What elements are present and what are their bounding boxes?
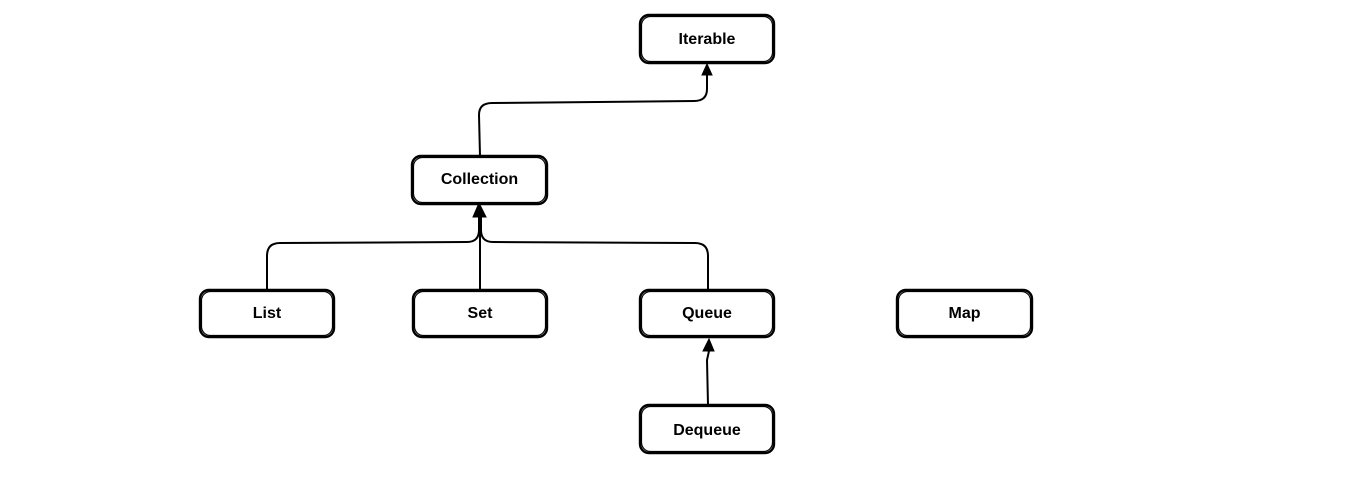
node-set: Set xyxy=(411,288,549,339)
edge-queue-collection xyxy=(480,215,709,291)
node-queue: Queue xyxy=(638,288,776,339)
node-map-label: Map xyxy=(949,305,981,322)
node-list-label: List xyxy=(253,305,282,322)
arrow-head-queue xyxy=(702,337,715,352)
arrow-head-collection xyxy=(472,201,487,218)
node-iterable-label: Iterable xyxy=(679,31,736,48)
node-map: Map xyxy=(895,288,1034,339)
edge-collection-iterable xyxy=(478,74,708,157)
node-collection-label: Collection xyxy=(441,171,518,188)
node-iterable: Iterable xyxy=(638,13,776,65)
node-dequeue-label: Dequeue xyxy=(673,422,741,439)
edges xyxy=(266,62,715,406)
node-dequeue: Dequeue xyxy=(638,403,776,455)
arrow-head-iterable xyxy=(701,62,713,76)
node-set-label: Set xyxy=(468,305,494,322)
edge-list-collection xyxy=(266,215,480,291)
edge-dequeue-queue xyxy=(706,350,710,406)
node-list: List xyxy=(198,288,336,339)
node-queue-label: Queue xyxy=(682,305,732,322)
node-collection: Collection xyxy=(410,154,549,206)
